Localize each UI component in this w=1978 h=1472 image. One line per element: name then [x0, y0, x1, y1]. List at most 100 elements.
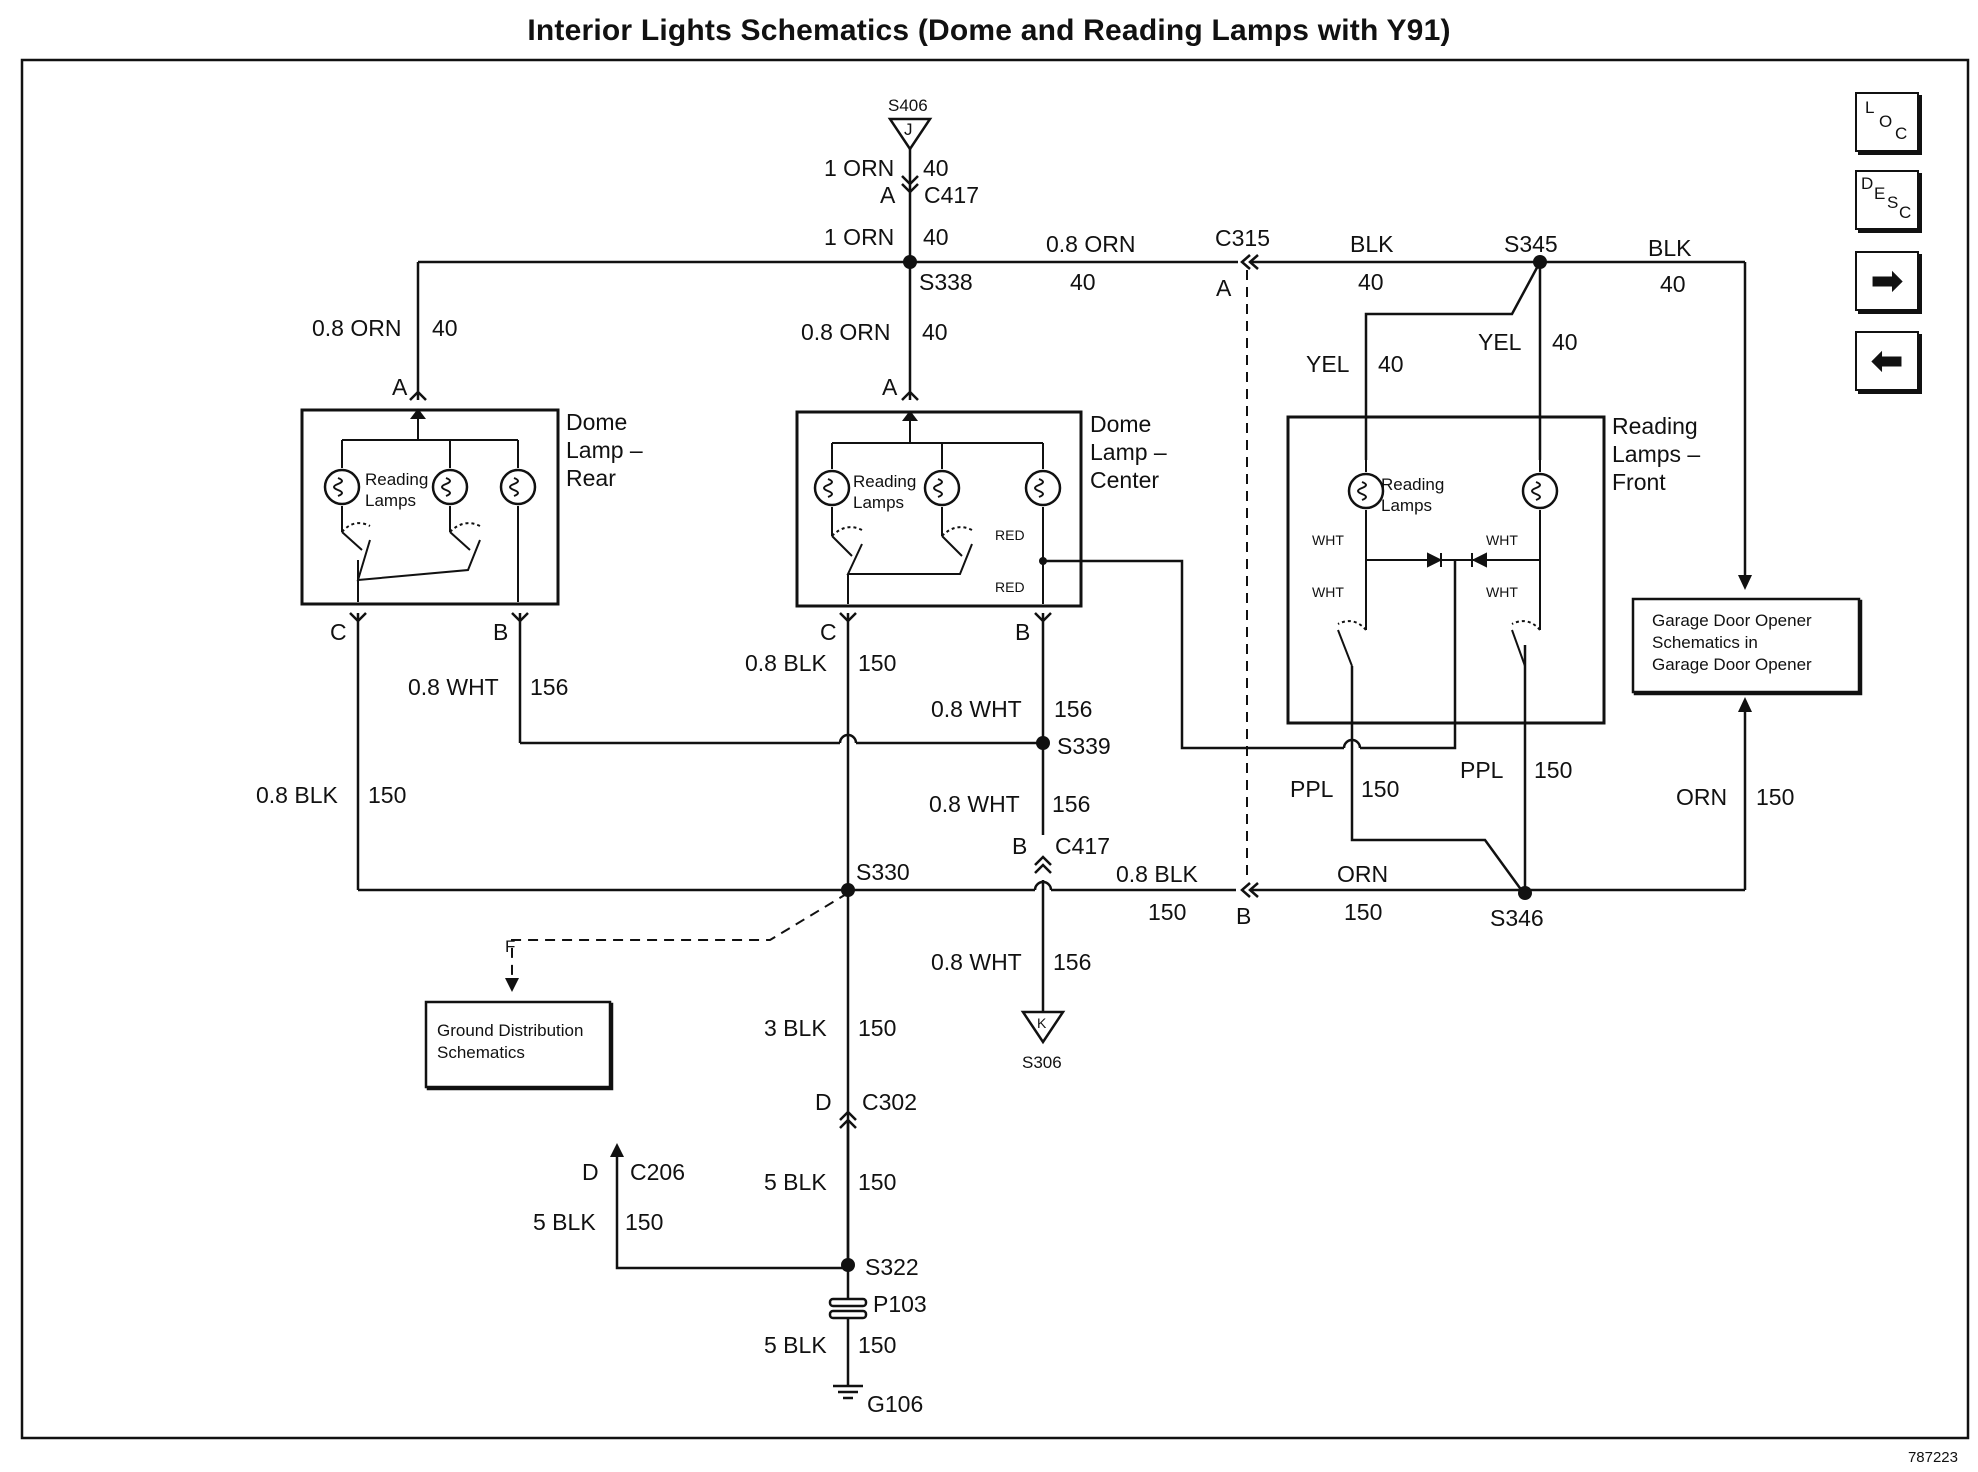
front-reading-lamps-label-1: Reading: [1381, 475, 1444, 494]
s406-label: S406: [888, 96, 928, 115]
g106-label: G106: [867, 1391, 923, 1417]
wire-circuit-150-ppl-a: 150: [1361, 776, 1399, 802]
center-reading-lamps-label-1: Reading: [853, 472, 916, 491]
s322-label: S322: [865, 1254, 919, 1280]
wire-circuit-150-rear: 150: [368, 782, 406, 808]
reading-lamps-front-title-3: Front: [1612, 469, 1666, 495]
wire-label-08wht-c417: 0.8 WHT: [929, 791, 1020, 817]
wire-circuit-156-c417: 156: [1052, 791, 1090, 817]
s346-label: S346: [1490, 905, 1544, 931]
ground-ref-pin: F: [505, 937, 515, 956]
dome-lamp-rear-title-1: Dome: [566, 409, 627, 435]
right-arrow-icon: ➡: [1870, 259, 1904, 303]
dome-lamp-rear-internals: [341, 408, 519, 602]
center-pin-c: C: [820, 619, 837, 645]
wire-circuit-156-rear: 156: [530, 674, 568, 700]
g106-ground-icon: [833, 1384, 863, 1400]
wire-circuit-150-s330: 150: [1148, 899, 1186, 925]
dome-lamp-rear-title-3: Rear: [566, 465, 616, 491]
dome-lamp-rear-title-2: Lamp –: [566, 437, 643, 463]
wire-label-1orn-a: 1 ORN: [824, 155, 894, 181]
wire-label-wht-b: WHT: [1312, 584, 1344, 600]
rear-reading-lamps-label-2: Lamps: [365, 491, 416, 510]
wire-label-08orn-top: 0.8 ORN: [1046, 231, 1135, 257]
p103-label: P103: [873, 1291, 927, 1317]
s346-dot: [1518, 886, 1532, 900]
wire-circuit-40-yel-a: 40: [1378, 351, 1404, 377]
wire-circuit-150-3blk: 150: [858, 1015, 896, 1041]
rear-pin-a: A: [392, 374, 408, 400]
garage-feed-arrow: [1738, 575, 1752, 590]
garage-return-arrow: [1738, 697, 1752, 712]
wire-network: [356, 148, 1747, 1385]
garage-door-opener-text-3: Garage Door Opener: [1652, 655, 1812, 674]
wire-label-orn-s346: ORN: [1337, 861, 1388, 887]
wire-label-08blk-center: 0.8 BLK: [745, 650, 827, 676]
c315-pin-b: B: [1236, 903, 1251, 929]
wire-label-08orn-rear: 0.8 ORN: [312, 315, 401, 341]
next-page-button[interactable]: ➡: [1855, 251, 1919, 311]
desc-letter-c: C: [1899, 203, 1912, 222]
dome-lamp-center-internals: [831, 410, 1044, 604]
dome-lamp-center-box: [795, 410, 1083, 608]
c206-pin: D: [582, 1159, 599, 1185]
dome-lamp-rear-bulbs: [323, 468, 537, 506]
wire-label-08orn-center: 0.8 ORN: [801, 319, 890, 345]
wire-circuit-150-s346: 150: [1344, 899, 1382, 925]
wire-label-yel-a: YEL: [1306, 351, 1350, 377]
wire-circuit-150-5blk-a: 150: [858, 1169, 896, 1195]
wire-circuit-40-yel-b: 40: [1552, 329, 1578, 355]
front-reading-lamps-label-2: Lamps: [1381, 496, 1432, 515]
wire-circuit-150-ppl-b: 150: [1534, 757, 1572, 783]
wire-label-08wht-rear: 0.8 WHT: [408, 674, 499, 700]
wire-label-5blk-b: 5 BLK: [533, 1209, 596, 1235]
s330-label: S330: [856, 859, 910, 885]
wire-label-5blk-c: 5 BLK: [764, 1332, 827, 1358]
wire-circuit-150-garage: 150: [1756, 784, 1794, 810]
loc-letter-o: O: [1879, 112, 1893, 131]
desc-letter-s: S: [1887, 193, 1899, 212]
wire-circuit-156-s306: 156: [1053, 949, 1091, 975]
wire-circuit-40-rear: 40: [432, 315, 458, 341]
dome-lamp-center-title-3: Center: [1090, 467, 1159, 493]
description-button[interactable]: D E S C: [1855, 170, 1919, 230]
desc-letter-d: D: [1861, 174, 1874, 193]
center-pin-b: B: [1015, 619, 1030, 645]
wire-circuit-40-a: 40: [923, 155, 949, 181]
wire-label-yel-b: YEL: [1478, 329, 1522, 355]
diagram-frame: [20, 58, 1970, 1440]
wire-label-08wht-s306: 0.8 WHT: [931, 949, 1022, 975]
location-button[interactable]: L O C: [1855, 92, 1919, 152]
s406-terminal: [887, 117, 933, 152]
wire-label-wht-d: WHT: [1486, 584, 1518, 600]
s306-label: S306: [1022, 1053, 1062, 1072]
garage-door-opener-text-2: Schematics in: [1652, 633, 1758, 652]
c302-pin: D: [815, 1089, 832, 1115]
wire-circuit-150-center: 150: [858, 650, 896, 676]
ground-reference-line: [511, 892, 849, 975]
rear-pin-c: C: [330, 619, 347, 645]
ground-distribution-text-2: Schematics: [437, 1043, 525, 1062]
s338-dot: [903, 255, 917, 269]
wire-circuit-40-b: 40: [923, 224, 949, 250]
p103-block: [828, 1297, 868, 1308]
wire-circuit-40-center: 40: [922, 319, 948, 345]
wire-circuit-150-5blk-c: 150: [858, 1332, 896, 1358]
wire-label-ppl-a: PPL: [1290, 776, 1334, 802]
ground-distribution-box: [424, 1000, 612, 1089]
wire-label-wht-a: WHT: [1312, 532, 1344, 548]
wire-label-red-b: RED: [995, 579, 1025, 595]
wire-label-red-a: RED: [995, 527, 1025, 543]
wire-label-08wht-s339: 0.8 WHT: [931, 696, 1022, 722]
dome-lamp-center-title-1: Dome: [1090, 411, 1151, 437]
s339-dot: [1036, 736, 1050, 750]
c315-pin-a: A: [1216, 275, 1232, 301]
wire-circuit-40-top: 40: [1070, 269, 1096, 295]
s345-dot: [1533, 255, 1547, 269]
dome-lamp-rear-box: [300, 408, 560, 606]
wire-label-blk-b: BLK: [1648, 235, 1692, 261]
s406-pin-j: J: [904, 120, 913, 139]
garage-door-opener-box: [1631, 597, 1861, 694]
c315-label: C315: [1215, 225, 1270, 251]
previous-page-button[interactable]: ⬅: [1855, 331, 1919, 391]
